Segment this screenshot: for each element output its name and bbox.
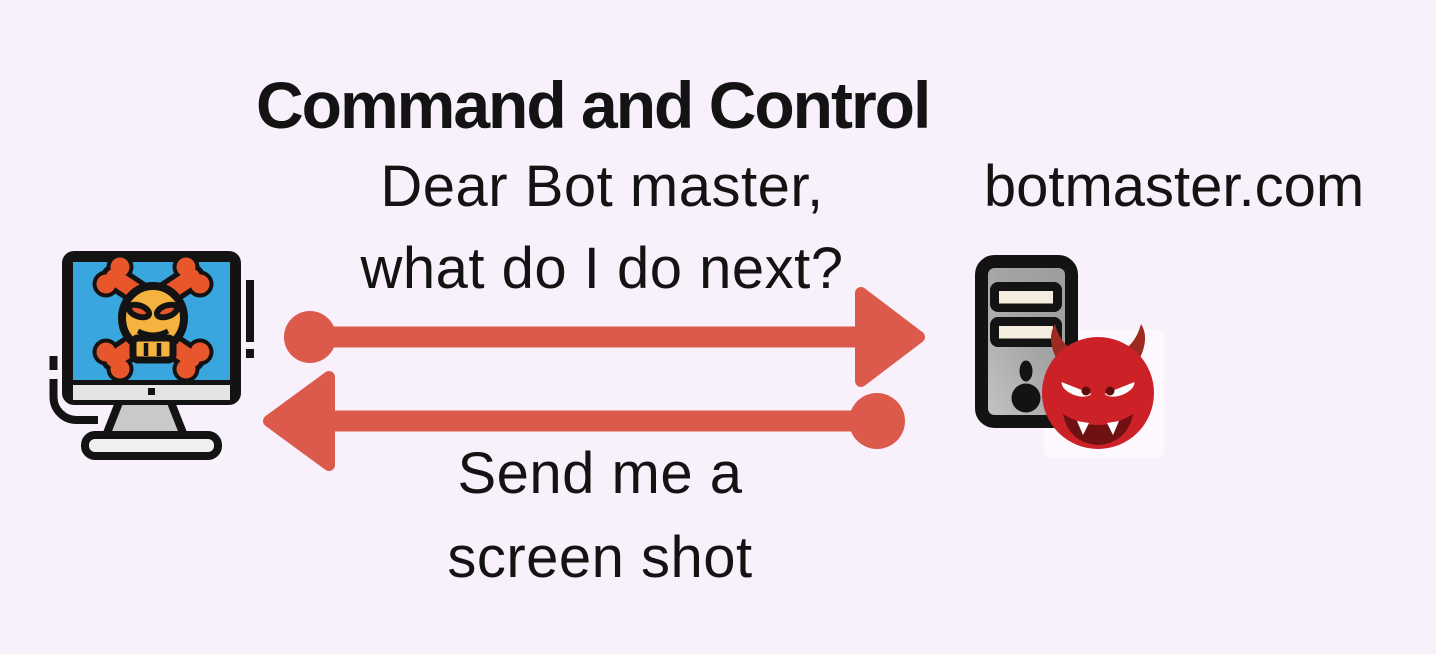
- message-arrows: [263, 287, 925, 471]
- server-power-button: [1011, 383, 1041, 413]
- diagram-title: Command and Control: [256, 68, 931, 142]
- devil-face-icon: [1042, 324, 1154, 449]
- server-domain-label: botmaster.com: [983, 154, 1365, 219]
- server-drive-bays: [990, 282, 1062, 347]
- skull-icon: [118, 282, 188, 364]
- response-arrow-left: [263, 371, 905, 471]
- infected-computer-icon: [49, 251, 254, 460]
- server-led: [1019, 360, 1033, 382]
- cable-curve: [49, 379, 98, 424]
- c2-server-icon: [975, 255, 1164, 458]
- monitor-base: [81, 431, 222, 460]
- response-message-line1: Send me a: [457, 441, 743, 506]
- response-message-line2: screen shot: [447, 525, 753, 590]
- monitor-camera-dot: [148, 388, 155, 395]
- response-message: Send me a screen shot: [300, 432, 900, 600]
- request-arrow-right: [284, 287, 925, 387]
- request-message-line1: Dear Bot master,: [380, 154, 824, 219]
- request-message-line2: what do I do next?: [360, 236, 844, 301]
- request-message: Dear Bot master, what do I do next?: [302, 146, 902, 310]
- exclamation-icon: [246, 280, 254, 358]
